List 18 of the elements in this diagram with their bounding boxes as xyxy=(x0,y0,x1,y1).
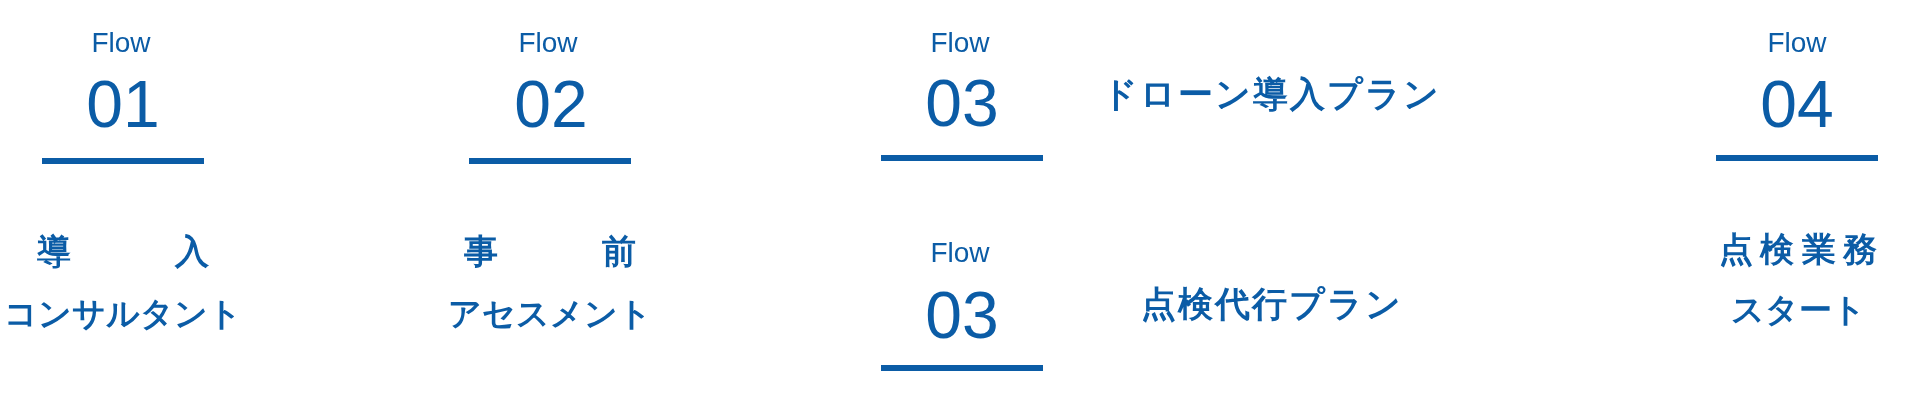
step-title: 点検業務 xyxy=(1719,232,1877,266)
step-label: Flow xyxy=(1766,29,1828,57)
step-number: 03 xyxy=(924,282,1000,348)
step-label: Flow xyxy=(517,29,579,57)
plan-title: 点検代行プラン xyxy=(1140,287,1404,322)
step-label: Flow xyxy=(90,29,152,57)
step-title: 事前 xyxy=(464,234,636,268)
step-label: Flow xyxy=(929,29,991,57)
step-label: Flow xyxy=(929,239,991,267)
plan-title: ドローン導入プラン xyxy=(1100,77,1442,112)
step-number: 02 xyxy=(513,71,589,137)
step-subtitle: スタート xyxy=(1729,293,1867,326)
step-title: 導入 xyxy=(37,234,209,268)
step-subtitle: アセスメント xyxy=(447,297,653,330)
step-number: 04 xyxy=(1759,71,1835,137)
step-number: 01 xyxy=(85,71,161,137)
step-number: 03 xyxy=(924,70,1000,136)
step-subtitle: コンサルタント xyxy=(3,297,243,330)
